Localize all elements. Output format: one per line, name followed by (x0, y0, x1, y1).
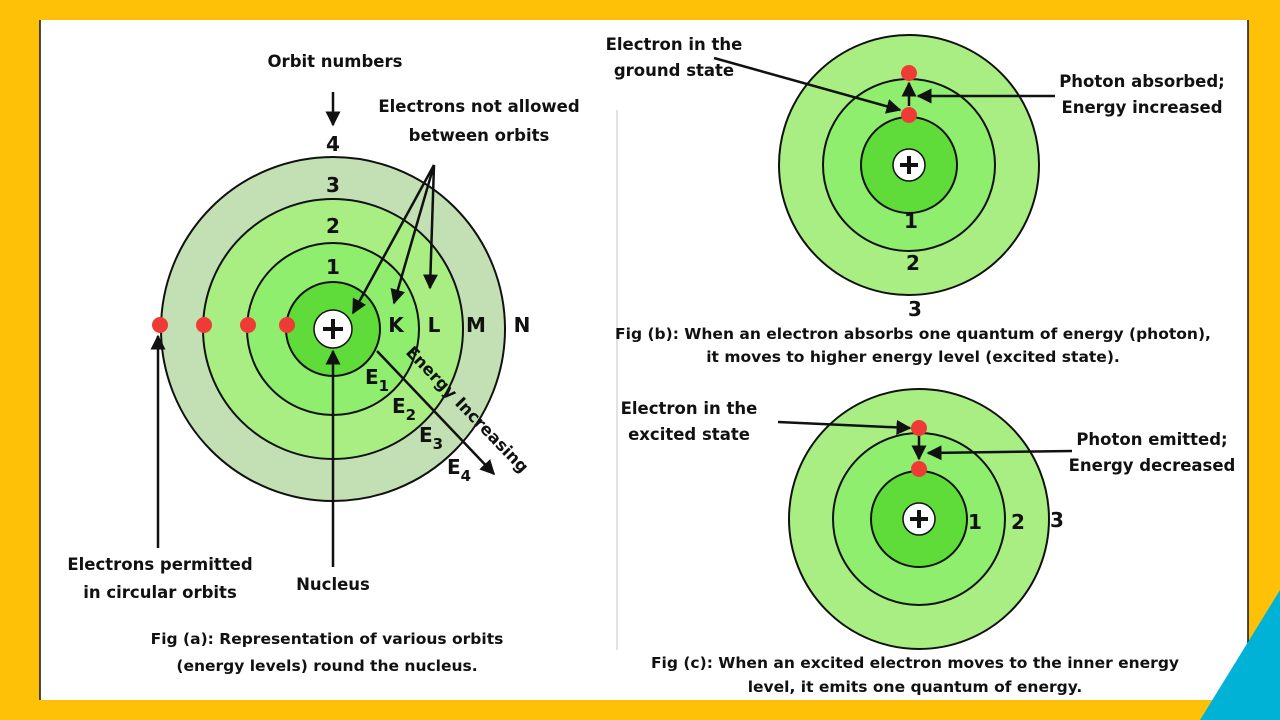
photon-absorbed-label-line2: Energy increased (1061, 98, 1222, 117)
energy-level-e2: E2 (392, 394, 416, 424)
electron-ground-state (901, 107, 917, 123)
not-allowed-arrow (390, 164, 436, 305)
fig-a-caption-line1: Fig (a): Representation of various orbit… (151, 630, 504, 648)
orbit-number-2: 2 (906, 251, 920, 275)
shell-letter-k: K (388, 313, 405, 337)
accent-corner (1200, 590, 1280, 720)
shell-letter-n: N (514, 313, 531, 337)
orbit-numbers-label: Orbit numbers (268, 52, 403, 71)
fig-c-caption-line2: level, it emits one quantum of energy. (748, 678, 1083, 696)
electron-dot (240, 317, 256, 333)
electron-inner-state (911, 461, 927, 477)
excited-state-label-line2: excited state (628, 425, 750, 444)
energy-level-e1: E1 (365, 365, 389, 395)
photon-emitted-label-line1: Photon emitted; (1076, 430, 1227, 449)
fig-c-caption-line1: Fig (c): When an excited electron moves … (651, 654, 1179, 672)
electron-dot (196, 317, 212, 333)
excited-state-label-line1: Electron in the (621, 399, 758, 418)
plus-icon (900, 156, 918, 174)
fig-b-caption-line2: it moves to higher energy level (excited… (706, 348, 1120, 366)
electron-excited-state (911, 420, 927, 436)
not-allowed-label-line2: between orbits (409, 126, 550, 145)
photon-emitted-arrow (926, 445, 1073, 461)
ground-state-label-line2: ground state (614, 61, 734, 80)
fig-a: Orbit numbers Electrons not allowed betw… (67, 52, 579, 675)
photon-absorbed-label-line1: Photon absorbed; (1059, 72, 1225, 91)
orbit-number-1: 1 (326, 255, 340, 279)
ground-state-arrow (713, 56, 902, 114)
not-allowed-label-line1: Electrons not allowed (378, 97, 579, 116)
shell-letter-m: M (466, 313, 486, 337)
orbit-number-3: 3 (326, 173, 340, 197)
fig-b-caption-line1: Fig (b): When an electron absorbs one qu… (615, 325, 1211, 343)
orbit-number-2: 2 (326, 214, 340, 238)
fig-a-caption-line2: (energy levels) round the nucleus. (176, 657, 477, 675)
permitted-label-line1: Electrons permitted (67, 555, 252, 574)
nucleus-label: Nucleus (296, 575, 370, 594)
plus-icon (910, 510, 928, 528)
energy-increasing-arrow (376, 350, 496, 476)
excited-state-arrow (777, 419, 912, 435)
not-allowed-arrow (422, 164, 438, 290)
orbit-number-3: 3 (908, 297, 922, 321)
fig-b: Electron in the ground state Photon abso… (606, 34, 1225, 366)
orbit-number-2: 2 (1011, 510, 1025, 534)
energy-level-e4: E4 (447, 455, 471, 485)
electron-excited-state (901, 65, 917, 81)
photon-emitted-label-line2: Energy decreased (1069, 456, 1236, 475)
electron-dot (152, 317, 168, 333)
not-allowed-arrow (351, 164, 436, 315)
orbit-number-1: 1 (968, 510, 982, 534)
orbit-number-1: 1 (904, 209, 918, 233)
permitted-label-line2: in circular orbits (83, 583, 237, 602)
electron-dot (279, 317, 295, 333)
plus-icon (323, 319, 343, 339)
orbit-number-3: 3 (1050, 508, 1064, 532)
orbit-number-4: 4 (326, 132, 340, 156)
ground-state-label-line1: Electron in the (606, 35, 743, 54)
shell-letter-l: L (428, 313, 441, 337)
energy-level-e3: E3 (419, 423, 443, 453)
fig-c: Electron in the excited state Photon emi… (621, 388, 1236, 696)
